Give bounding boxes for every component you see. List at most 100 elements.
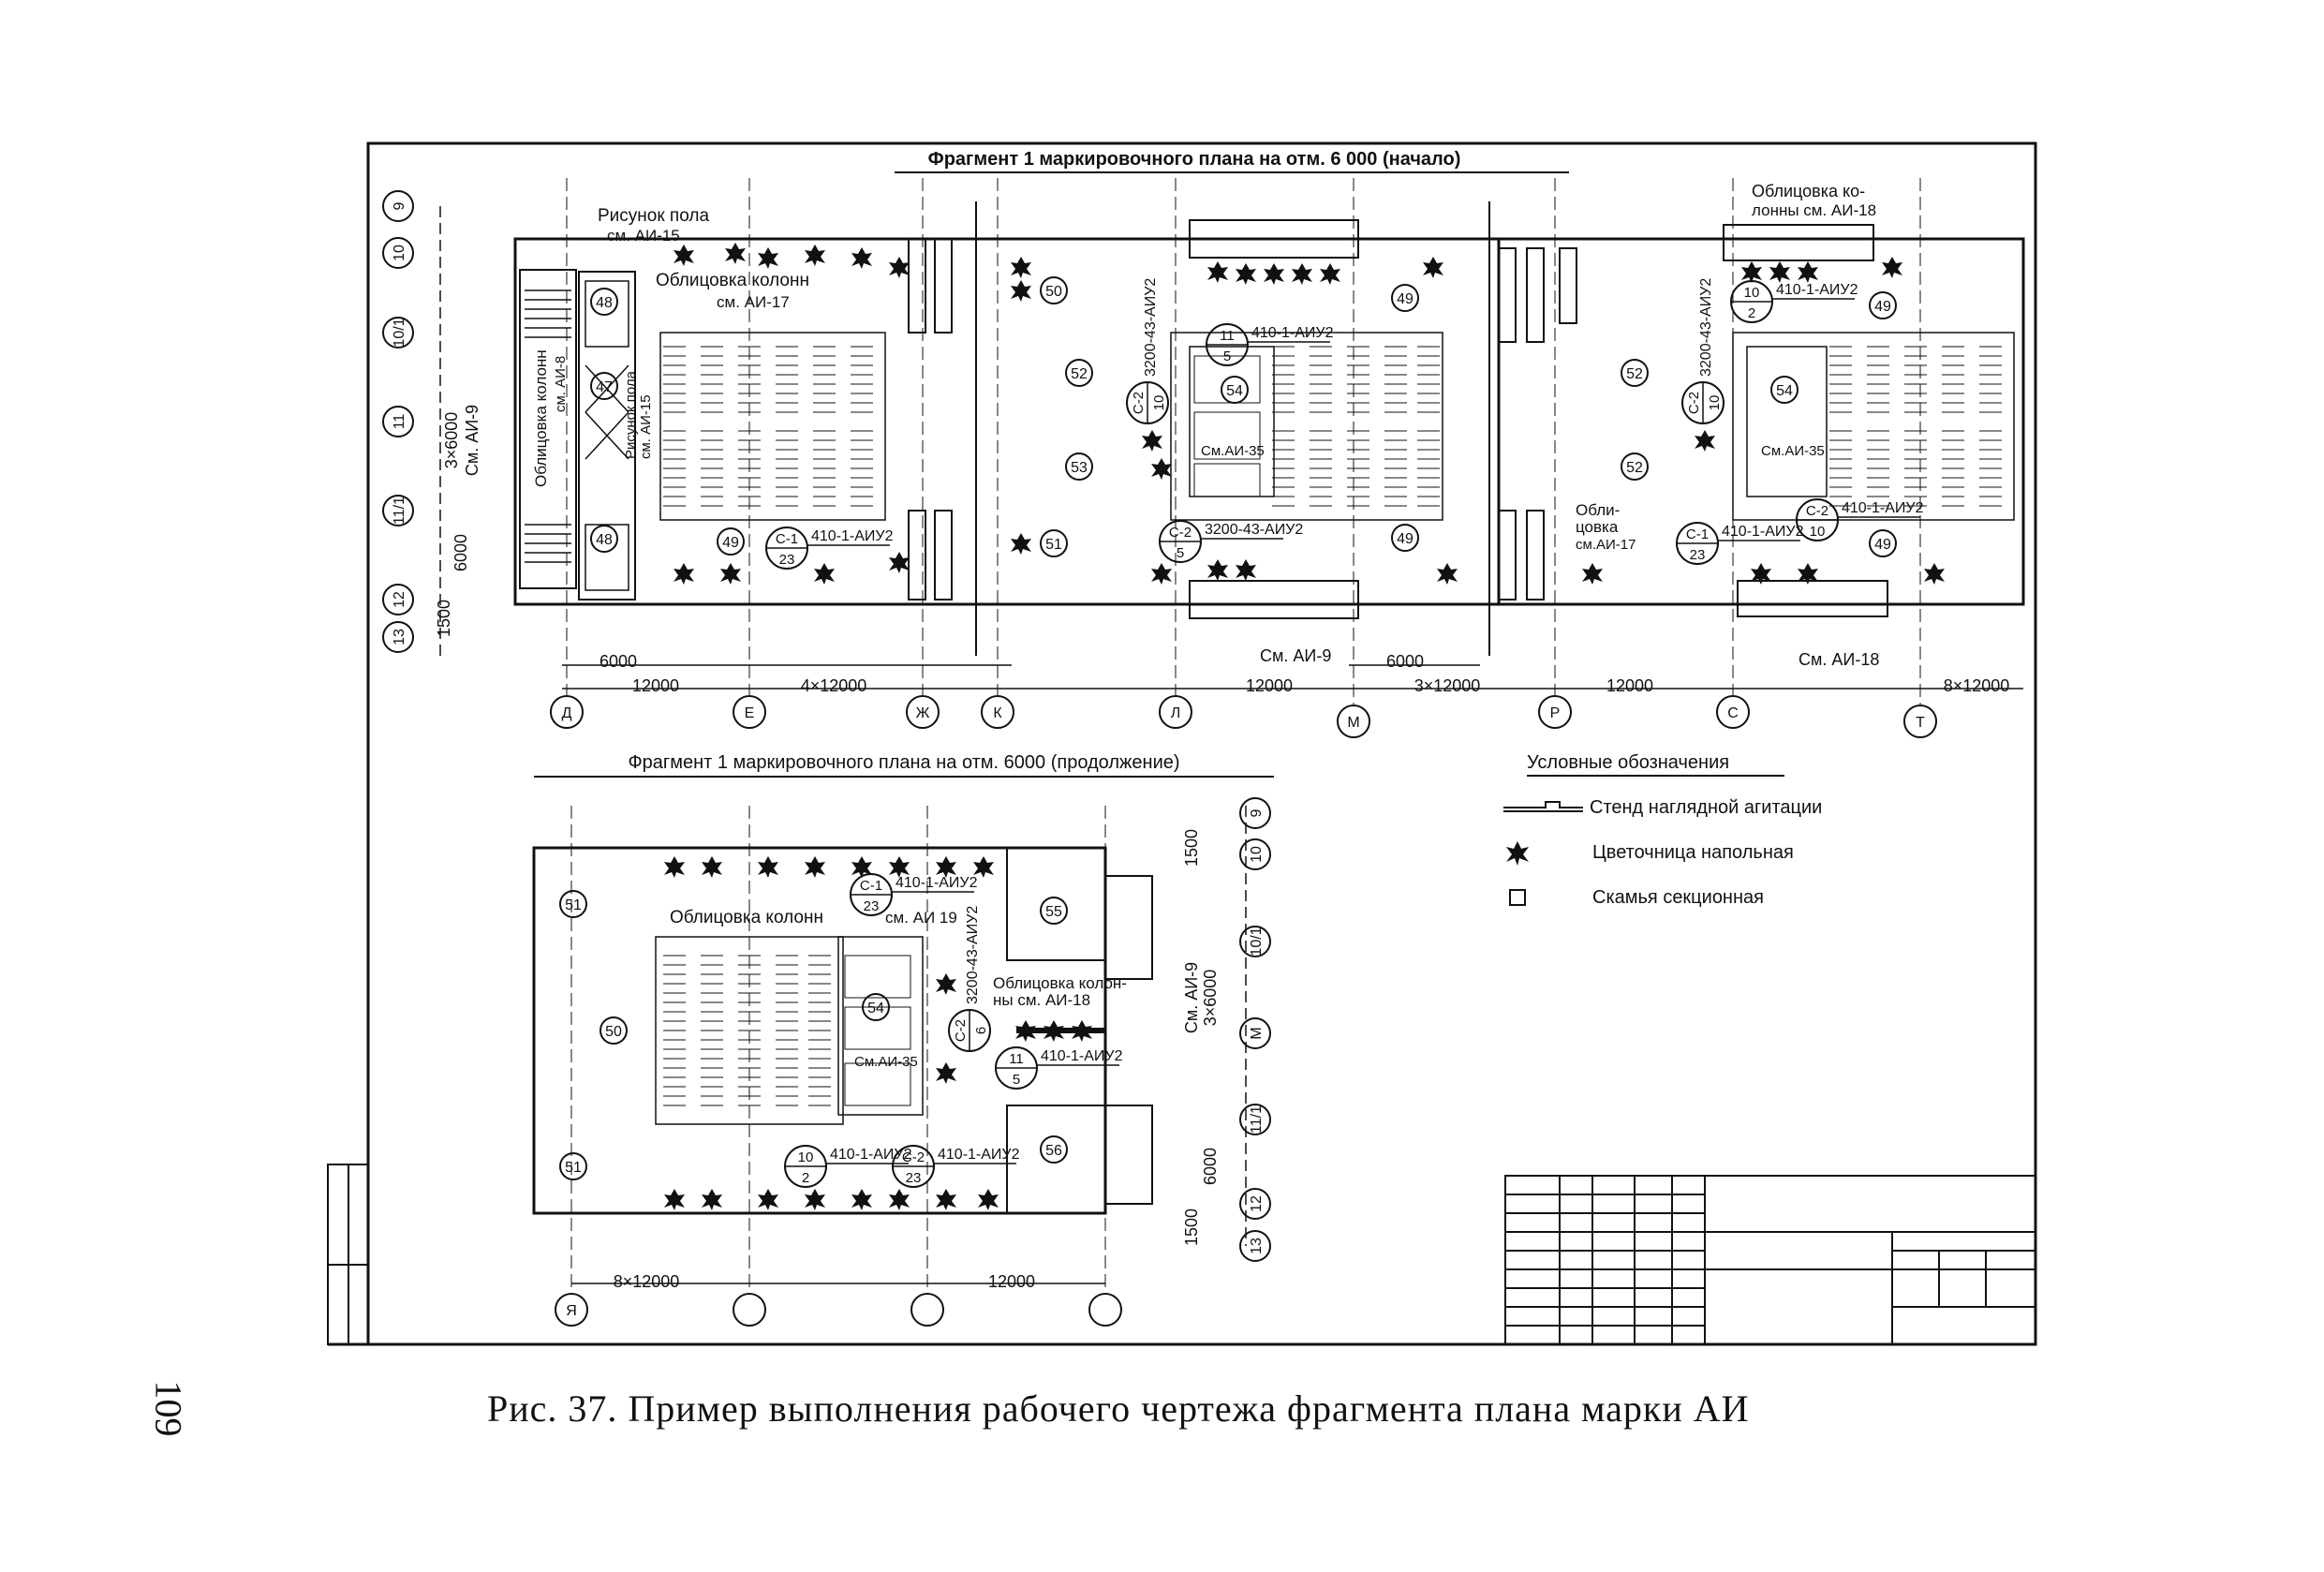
dimension-label: 8×12000 [1944, 676, 2010, 695]
axis-bubble-bottom: Л [1171, 705, 1181, 721]
axis-label-left: 11/1 [392, 497, 407, 525]
axis-bubble-bottom: К [993, 705, 1002, 721]
room-number: 50 [1045, 284, 1062, 300]
axis-bubble-bottom-circle [1538, 695, 1572, 729]
plan2-mark-c1-code: 410-1-АИУ2 [896, 875, 978, 891]
plan1-wing-left [513, 237, 1501, 606]
room-number-circle [590, 372, 618, 400]
room-number-circle [590, 288, 618, 316]
room-number: 49 [1874, 299, 1891, 315]
mark-r10-code: 410-1-АИУ2 [1776, 282, 1858, 298]
axis-label-left: 10 [392, 245, 407, 261]
flower-pot-icon [1882, 257, 1902, 278]
plan-fragment-2: Фрагмент 1 маркировочного плана на отм. … [532, 752, 1274, 1327]
axis-bubble-right [1239, 1188, 1271, 1220]
plan2-cladding-2: ны см. АИ-18 [993, 991, 1090, 1009]
dimension-label: 3×12000 [1414, 676, 1481, 695]
room-number-circle [559, 890, 587, 918]
axis-bubble-bottom-circle [733, 695, 766, 729]
flower-pot-icon [1011, 280, 1031, 302]
axis-bubble-left [382, 584, 414, 615]
flower-pot-icon [889, 552, 910, 573]
ref-ai9: См. АИ-9 [1260, 646, 1331, 665]
room-number-circle [1040, 897, 1068, 925]
mark-c2b-bottom: 5 [1177, 545, 1184, 561]
plan2-dim-1500b: 1500 [1182, 1209, 1201, 1246]
axis-bubble-left [382, 621, 414, 653]
room-number-circle [1869, 291, 1897, 319]
note-floor-vert: Рисунок пола [623, 370, 639, 459]
flower-pot-icon [1151, 458, 1172, 480]
room-number: 50 [605, 1024, 622, 1040]
stand-icon [1503, 801, 1583, 812]
plan2-mark-m10-code: 410-1-АИУ2 [830, 1147, 912, 1163]
flower-pot-icon [851, 247, 872, 269]
flower-pot-icon [936, 1189, 956, 1210]
dimension-label: 8×12000 [614, 1272, 680, 1291]
axis-label-right: М [1249, 1027, 1265, 1039]
flower-pot-icon [1292, 263, 1312, 285]
room-number: 56 [1045, 1143, 1062, 1159]
axis-bubble-bottom: Ж [916, 705, 930, 721]
room-number: 52 [1071, 366, 1088, 382]
flower-pot-icon [1264, 263, 1284, 285]
axis-label-right: 13 [1249, 1238, 1265, 1254]
flower-pot-icon [889, 856, 910, 878]
flower-pot-icon [1236, 559, 1256, 581]
axis-bubble-left [382, 406, 414, 437]
room-number-circle [559, 1152, 587, 1180]
plan2-mark-c2-bottom: 6 [973, 1027, 989, 1034]
axis-label-left: 10/1 [392, 318, 407, 347]
flower-pot-icon [1423, 257, 1443, 278]
note-cladding-mid-2: цовка [1576, 518, 1619, 536]
plan2-mark-c2b-code: 410-1-АИУ2 [938, 1147, 1020, 1163]
axis-bubble-bottom: С [1727, 705, 1739, 721]
room-number-circle [1391, 524, 1419, 552]
room-number-circle [1621, 359, 1649, 387]
axis-label-right: 9 [1249, 808, 1265, 817]
mark-m11-code: 410-1-АИУ2 [1251, 325, 1334, 341]
room-number: 51 [1045, 537, 1062, 553]
mark-c2b-top: С-2 [1169, 525, 1192, 541]
axis-label-left: 9 [392, 201, 407, 210]
plan2-mark-m11-bottom: 5 [1013, 1072, 1020, 1088]
axis-bubble-bottom-circle [1716, 695, 1750, 729]
legend-item-3: Скамья секционная [1592, 887, 1764, 908]
mark-rc2-code: 3200-43-АИУ2 [1698, 278, 1714, 377]
room-number-circle [862, 993, 890, 1021]
axis-bubble-bottom-circle [555, 1293, 588, 1327]
plan2-mark-c1-top: С-1 [860, 878, 882, 894]
dimension-label: 12000 [1606, 676, 1653, 695]
room-number-circle [1040, 276, 1068, 304]
note-cladding-right-2: лонны см. АИ-18 [1752, 201, 1876, 219]
flower-pot-icon [805, 856, 825, 878]
flower-pot-icon [1437, 563, 1458, 585]
mark-rc2b-code: 410-1-АИУ2 [1842, 500, 1924, 516]
room-number-circle [1621, 452, 1649, 481]
plan1-dim-6000: 6000 [451, 534, 470, 571]
axis-label-left: 11 [392, 414, 407, 430]
plan2-mark-m11-code: 410-1-АИУ2 [1041, 1048, 1123, 1064]
room-number-circle [1040, 1135, 1068, 1164]
mark-r10-bottom: 2 [1748, 305, 1755, 321]
axis-bubble-bottom: М [1347, 715, 1359, 731]
flower-pot-icon [1011, 533, 1031, 555]
legend-title: Условные обозначения [1527, 752, 1729, 773]
axis-bubble-left [382, 495, 414, 526]
plan2-mark-c2b-top: С-2 [902, 1149, 925, 1165]
plan2-vert-dim-ref: См. АИ-9 [1182, 962, 1201, 1033]
dimension-label: 6000 [1386, 652, 1424, 671]
plan2-mark-c2-top: С-2 [953, 1019, 969, 1042]
plan2-title: Фрагмент 1 маркировочного плана на отм. … [628, 752, 1179, 773]
plan-fragment-1: Фрагмент 1 маркировочного плана на отм. … [382, 149, 2025, 738]
dimension-label: 12000 [632, 676, 679, 695]
room-number: 52 [1626, 460, 1643, 476]
dimension-label: 12000 [1246, 676, 1293, 695]
axis-label-left: 13 [392, 629, 407, 645]
flower-pot-icon [1741, 261, 1762, 283]
axis-bubble-right [1239, 926, 1271, 957]
mark-rc1-top: С-1 [1686, 526, 1709, 542]
note-cladding-mid-1: Обли- [1576, 501, 1620, 519]
axis-bubble-left [382, 317, 414, 349]
